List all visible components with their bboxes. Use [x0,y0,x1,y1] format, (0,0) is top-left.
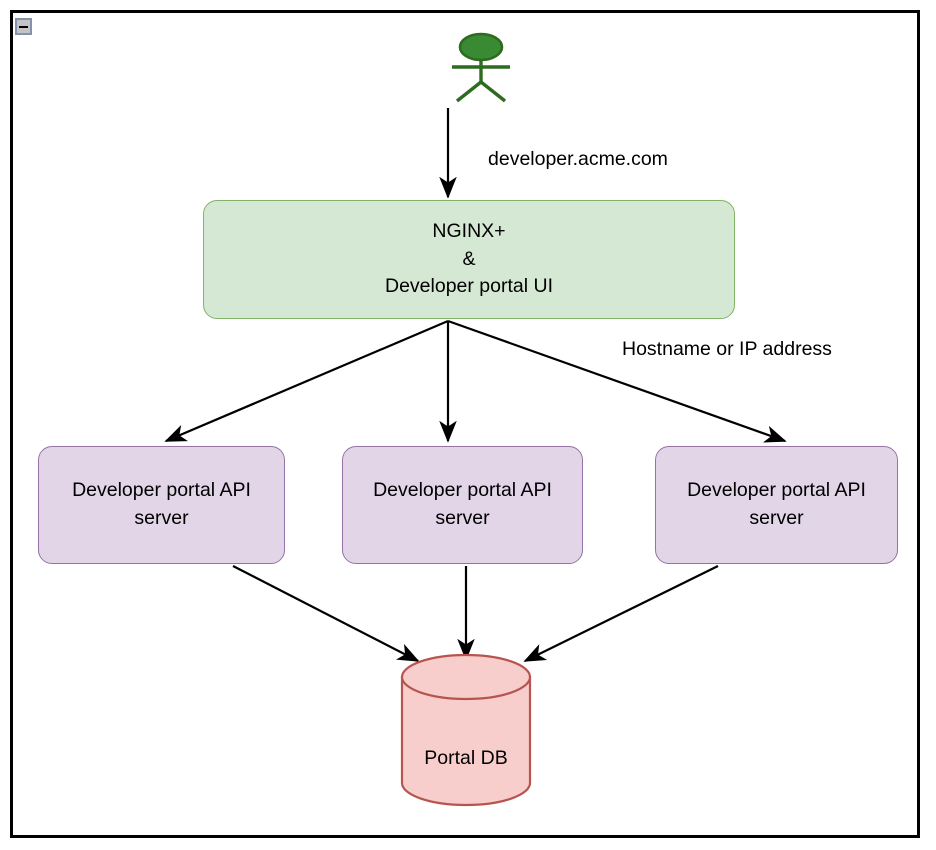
edge-label-developer-acme-com: developer.acme.com [488,148,668,170]
edge-nginx-to-api-3 [447,319,787,443]
node-nginx-line-1: NGINX+ [432,219,506,242]
minus-icon [19,25,28,28]
node-api-3-line-1: Developer portal API [687,479,866,502]
node-api-server-2[interactable]: Developer portal API server [342,446,583,564]
node-api-2-line-1: Developer portal API [373,479,552,502]
node-api-2-line-2: server [435,507,490,529]
node-nginx-line-2: & [462,247,476,270]
node-nginx-developer-portal-ui[interactable]: NGINX+ & Developer portal UI [203,200,735,319]
edge-api-3-to-db [523,565,719,662]
portal-db-node[interactable] [400,653,532,807]
node-api-1-line-2: server [134,507,189,529]
edge-label-hostname-or-ip-address: Hostname or IP address [622,338,832,360]
node-api-3-line-2: server [749,507,804,529]
edge-nginx-to-api-1 [164,319,449,443]
edge-api-1-to-db [232,565,420,662]
node-api-server-1[interactable]: Developer portal API server [38,446,285,564]
portal-db-label: Portal DB [424,747,508,769]
node-api-server-3[interactable]: Developer portal API server [655,446,898,564]
user-actor-icon [452,32,510,103]
node-api-1-line-1: Developer portal API [72,479,251,502]
diagram-frame [10,10,920,838]
node-nginx-line-3: Developer portal UI [385,275,553,298]
collapse-toggle-button[interactable] [15,18,32,35]
